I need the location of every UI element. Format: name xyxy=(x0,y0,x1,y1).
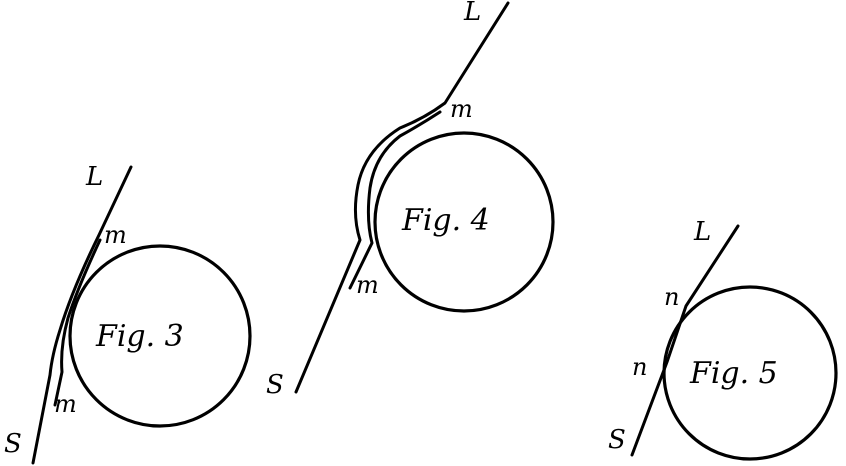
fig3-caption: Fig. 3 xyxy=(95,319,184,354)
fig4-label-lower: m xyxy=(356,271,379,299)
fig3-circle xyxy=(68,244,252,428)
fig5-line xyxy=(630,224,740,457)
fig5-label-top: L xyxy=(693,217,711,247)
figure-3: L m m S Fig. 3 xyxy=(4,162,252,465)
figure-4: L m m S Fig. 4 xyxy=(266,0,555,400)
fig3-label-top: L xyxy=(85,162,103,192)
fig5-label-upper: n xyxy=(664,283,679,311)
fig3-line-inner xyxy=(53,238,102,407)
fig3-label-bottom: S xyxy=(4,429,22,459)
fig4-label-bottom: S xyxy=(266,370,284,400)
fig3-label-upper: m xyxy=(104,221,127,249)
fig4-line-inner xyxy=(348,110,442,290)
fig5-caption: Fig. 5 xyxy=(689,356,778,391)
fig4-line-outer xyxy=(294,1,510,394)
fig4-circle xyxy=(373,131,555,313)
fig3-line-outer xyxy=(31,165,133,465)
fig5-label-lower: n xyxy=(632,353,647,381)
fig5-label-bottom: S xyxy=(608,425,626,455)
fig4-label-upper: m xyxy=(450,95,473,123)
fig4-caption: Fig. 4 xyxy=(401,203,490,238)
fig3-label-lower: m xyxy=(54,390,77,418)
fig4-label-top: L xyxy=(463,0,481,27)
figure-5: L n n S Fig. 5 xyxy=(608,217,838,461)
